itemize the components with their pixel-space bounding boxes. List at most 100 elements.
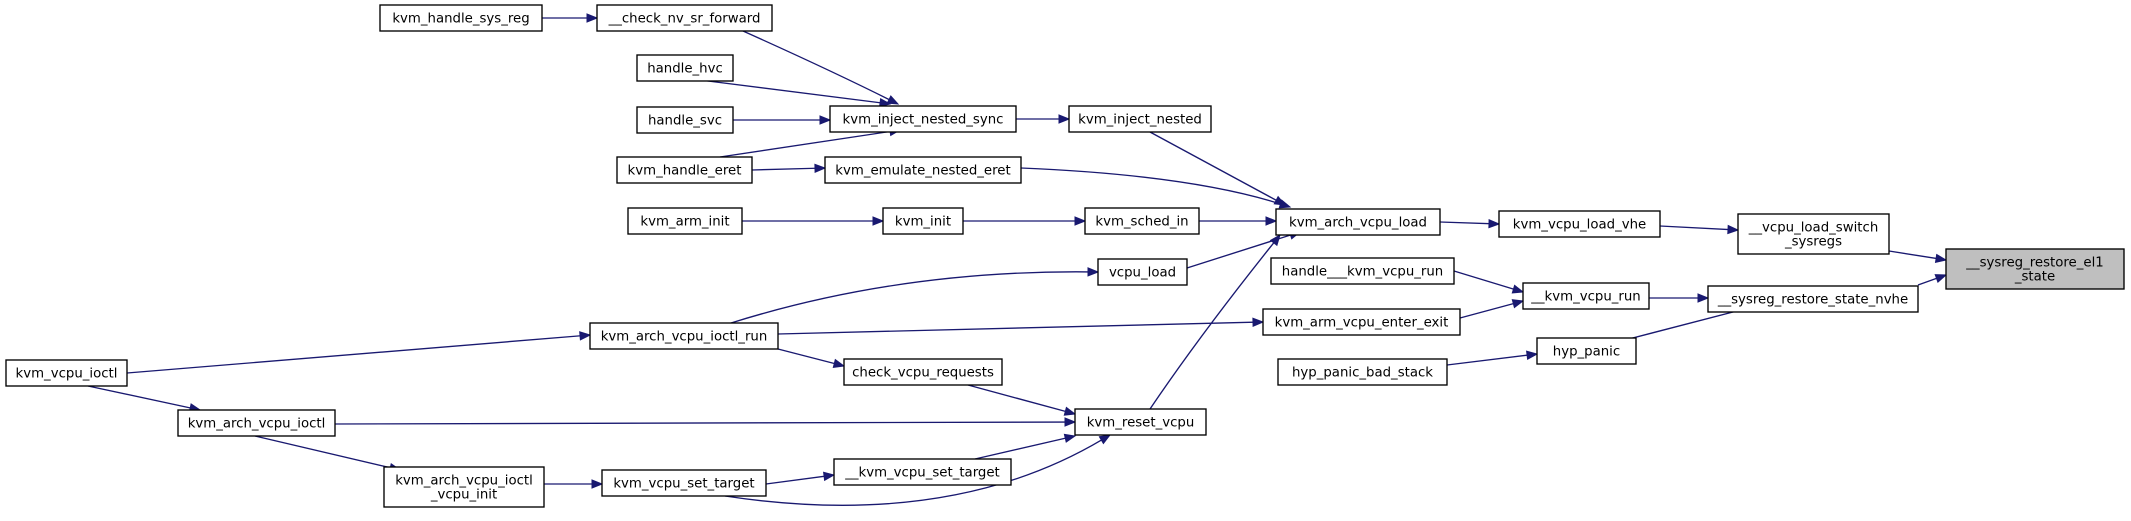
call-edge-arrowhead [1252,317,1265,327]
function-node[interactable]: kvm_reset_vcpu [1074,408,1207,436]
function-node[interactable]: kvm_arch_vcpu_ioctl [177,409,336,437]
call-edge [334,417,1077,427]
call-edge [742,216,885,226]
function-node[interactable]: __vcpu_load_switch_sysregs [1737,213,1890,255]
function-node[interactable]: kvm_handle_sys_reg [379,4,543,32]
call-edge-line [1624,306,1752,341]
call-edge [1649,293,1710,303]
function-node[interactable]: kvm_arch_vcpu_load [1275,208,1441,236]
call-edge-arrowhead [886,95,900,105]
function-node[interactable]: hyp_panic [1536,337,1637,365]
call-edge-arrowhead [823,471,836,482]
function-node-box [1084,207,1200,235]
call-edge [1917,274,1948,286]
call-edge-arrowhead [1063,433,1077,443]
call-edge-line [751,167,817,171]
call-edge [1453,270,1525,294]
function-node-box [5,359,128,387]
function-node[interactable]: kvm_vcpu_ioctl [5,359,128,387]
call-edge [126,331,592,374]
function-node[interactable]: __check_nv_sr_forward [596,4,773,32]
call-edge [765,471,836,485]
call-edge-arrowhead [591,479,604,489]
function-node-label: kvm_arm_vcpu_enter_exit [1275,316,1449,331]
call-edge-line [742,30,891,101]
call-edge [1439,218,1501,229]
focus-function-node[interactable]: __sysreg_restore_el1_state [1945,248,2125,290]
function-node-box [601,469,767,497]
function-node[interactable]: check_vcpu_requests [843,358,1003,386]
function-node[interactable]: __sysreg_restore_state_nvhe [1707,285,1919,313]
function-node[interactable]: kvm_arm_vcpu_enter_exit [1262,308,1461,336]
function-node[interactable]: handle_svc [636,106,734,134]
function-node-label: hyp_panic [1553,345,1620,360]
function-node[interactable]: handle_hvc [636,54,734,82]
call-edge-arrowhead [1063,406,1077,416]
function-node[interactable]: __kvm_vcpu_set_target [833,458,1012,486]
function-node-box [843,358,1003,386]
function-node-label: kvm_inject_nested [1078,113,1202,128]
function-node-label: __sysreg_restore_state_nvhe [1717,293,1908,308]
call-edge [974,433,1077,460]
function-node-box [824,156,1022,184]
function-node-label: kvm_arm_init [640,215,729,230]
function-node[interactable]: vcpu_load [1097,258,1188,286]
call-edge [1149,131,1287,206]
function-node[interactable]: __kvm_vcpu_run [1522,282,1650,310]
function-node[interactable]: kvm_inject_nested [1068,105,1212,133]
function-node-label: kvm_arch_vcpu_load [1289,216,1427,231]
call-edge [1016,114,1071,124]
call-edge-line [777,348,836,365]
function-node-box [627,207,743,235]
call-edge-arrowhead [1511,299,1525,309]
call-edge [1659,224,1740,235]
function-node[interactable]: kvm_arm_init [627,207,743,235]
function-node[interactable]: kvm_vcpu_set_target [601,469,767,497]
function-node-label: __vcpu_load_switch [1748,221,1879,236]
call-edge-arrowhead [1265,216,1278,226]
function-node-box [1097,258,1188,286]
call-edge-line [777,321,1255,335]
call-edge-arrowhead [832,358,846,368]
function-node-box [596,4,773,32]
function-node-label: _vcpu_init [430,488,497,503]
function-node-box [1068,105,1212,133]
function-node-box [1277,358,1448,386]
call-edge [777,348,846,368]
function-node[interactable]: kvm_arch_vcpu_ioctl_vcpu_init [383,466,545,508]
function-node[interactable]: hyp_panic_bad_stack [1277,358,1448,386]
function-node-label: handle_svc [648,114,722,129]
function-node[interactable]: kvm_sched_in [1084,207,1200,235]
call-edge-arrowhead [586,13,599,23]
function-node-label: kvm_vcpu_set_target [613,477,754,492]
call-edge-line [730,271,1090,324]
call-edge-line [1149,131,1278,202]
function-node[interactable]: kvm_vcpu_load_vhe [1498,210,1661,238]
call-edge [733,115,832,125]
call-edge-arrowhead [1087,267,1100,277]
call-edge-arrowhead [1064,417,1077,427]
call-edge-line [967,384,1067,413]
call-edge [87,385,202,413]
function-node-label: hyp_panic_bad_stack [1292,366,1433,381]
call-edge-arrowhead [1697,293,1710,303]
call-edge-line [765,475,826,485]
call-edge [967,384,1077,416]
call-edge-arrowhead [1727,224,1740,235]
function-node-label: kvm_arch_vcpu_ioctl_run [601,330,768,345]
call-edge [963,216,1087,226]
function-node[interactable]: kvm_handle_eret [616,156,753,184]
function-node[interactable]: kvm_init [882,207,964,235]
function-node[interactable]: kvm_inject_nested_sync [829,105,1017,133]
function-node-label: __sysreg_restore_el1 [1965,256,2103,271]
function-node-box [1275,208,1441,236]
function-node-box [1522,282,1650,310]
function-node-label: kvm_arch_vcpu_ioctl [188,417,326,432]
function-node[interactable]: kvm_arch_vcpu_ioctl_run [589,322,779,350]
function-node-label: kvm_sched_in [1095,215,1188,230]
function-node[interactable]: handle___kvm_vcpu_run [1270,257,1455,285]
call-edge-line [1888,250,1938,260]
call-edge-arrowhead [1058,114,1071,124]
function-node[interactable]: kvm_emulate_nested_eret [824,156,1022,184]
